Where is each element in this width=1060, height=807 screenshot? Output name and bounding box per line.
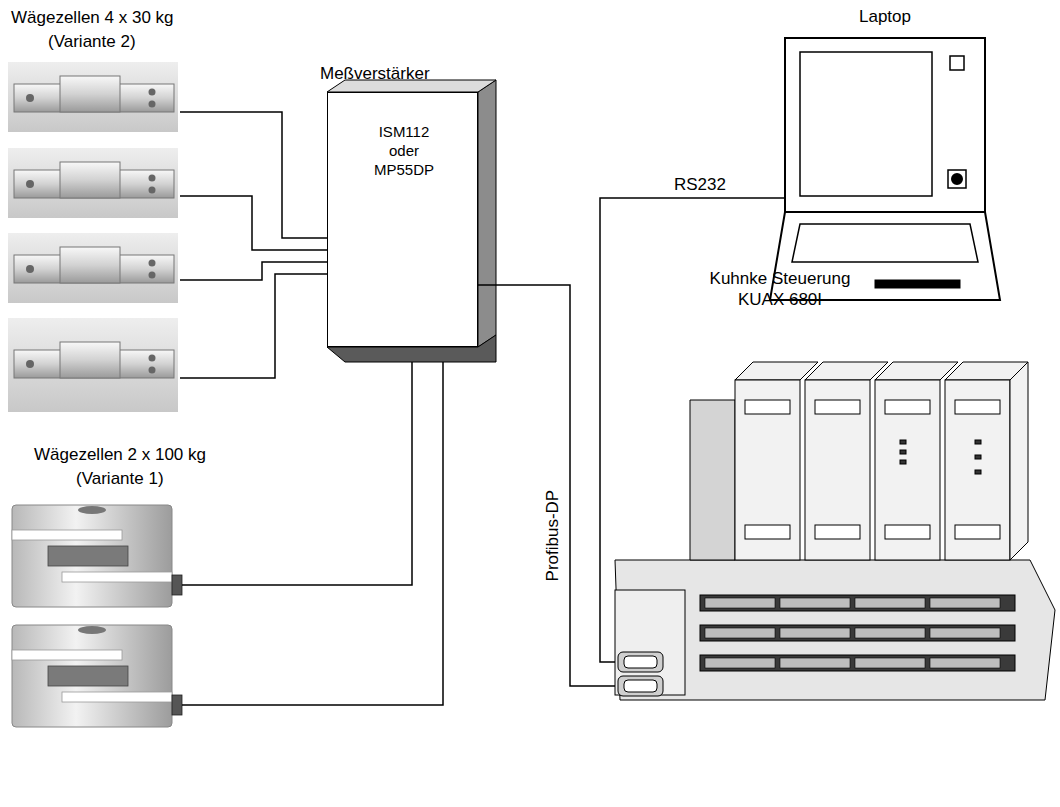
- amplifier-box: MeßverstärkerISM112 oder MP55DP: [327, 92, 478, 347]
- plc-controller: Kuhnke Steuerung KUAX 680I: [615, 330, 1050, 700]
- laptop-drawing: [770, 38, 1000, 300]
- cable-label: Profibus-DP: [542, 488, 563, 584]
- bus-cable: [600, 198, 785, 662]
- load-cell-100kg: [12, 505, 182, 607]
- signal-wire: [180, 112, 327, 378]
- node-heading: Meßverstärker: [320, 63, 490, 84]
- node-heading: Kuhnke Steuerung KUAX 680I: [700, 268, 860, 311]
- variant-note: (Variante 1): [76, 468, 164, 489]
- load-cell-100kg: [12, 625, 182, 727]
- load-cell-30kg: [8, 318, 178, 412]
- plc-drawing: [615, 362, 1055, 700]
- group-heading: Wägezellen 4 x 30 kg: [11, 7, 174, 28]
- signal-wire: [182, 362, 443, 705]
- laptop: Laptop: [785, 38, 985, 212]
- node-text: ISM112 oder MP55DP: [367, 123, 441, 179]
- group-heading: Wägezellen 2 x 100 kg: [34, 444, 206, 465]
- amplifier-housing: [327, 80, 496, 362]
- variant-note: (Variante 2): [48, 31, 136, 52]
- cable-label: RS232: [672, 174, 728, 195]
- load-cell-30kg: [8, 62, 178, 132]
- bus-cable: [478, 285, 615, 686]
- load-cell-30kg: [8, 148, 178, 218]
- node-heading: Laptop: [845, 6, 925, 27]
- load-cell-30kg: [8, 233, 178, 303]
